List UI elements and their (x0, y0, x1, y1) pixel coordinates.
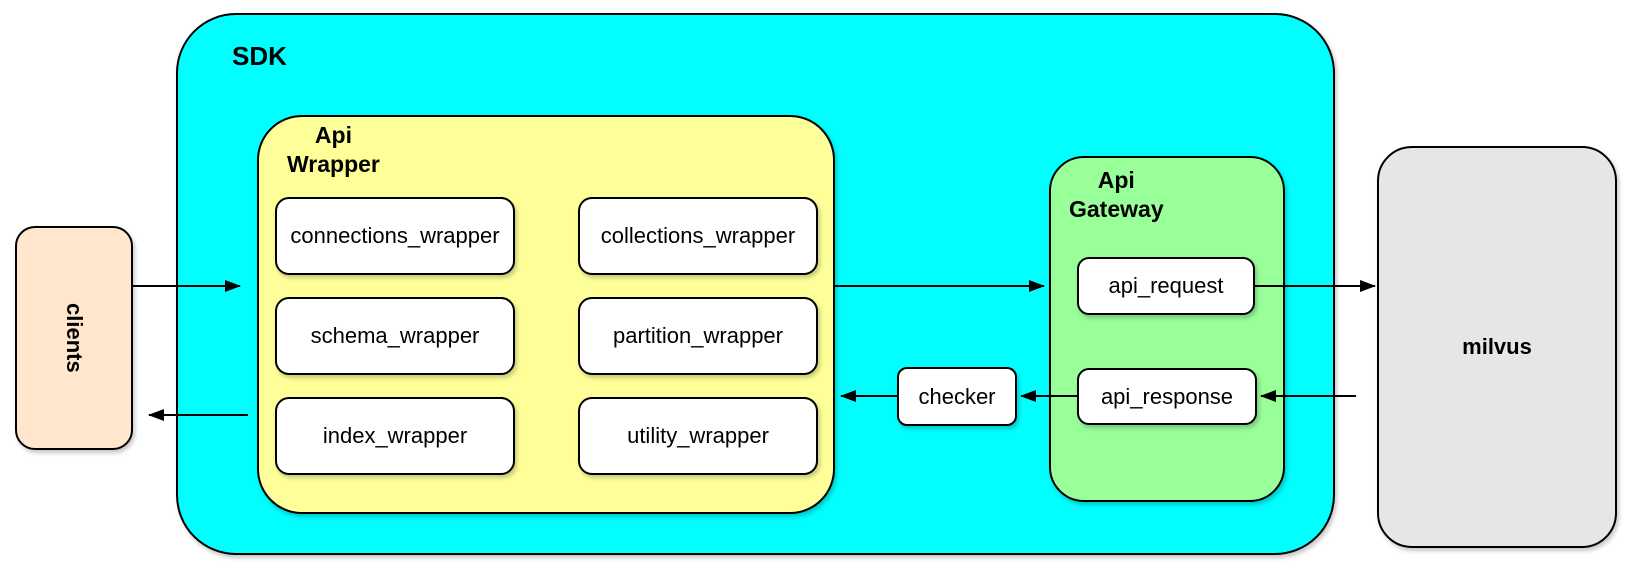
node-schema-wrapper: schema_wrapper (275, 297, 515, 375)
api-gateway-label-line2: Gateway (1069, 196, 1164, 222)
clients-label: clients (62, 303, 87, 373)
sdk-label: SDK (232, 41, 287, 71)
milvus-label: milvus (1462, 334, 1532, 359)
node-index-wrapper: index_wrapper (275, 397, 515, 475)
node-utility-wrapper: utility_wrapper (578, 397, 818, 475)
node-collections-wrapper: collections_wrapper (578, 197, 818, 275)
api-wrapper-label-line2: Wrapper (287, 151, 380, 177)
api-wrapper-label-line1: Api (314, 122, 352, 148)
node-milvus: milvus (1377, 146, 1617, 548)
node-api-request: api_request (1077, 257, 1255, 315)
api-gateway-label-line1: Api (1097, 167, 1135, 193)
node-partition-wrapper: partition_wrapper (578, 297, 818, 375)
node-api-response: api_response (1077, 368, 1257, 425)
node-clients: clients (15, 226, 133, 450)
node-connections-wrapper: connections_wrapper (275, 197, 515, 275)
node-checker: checker (897, 367, 1017, 426)
